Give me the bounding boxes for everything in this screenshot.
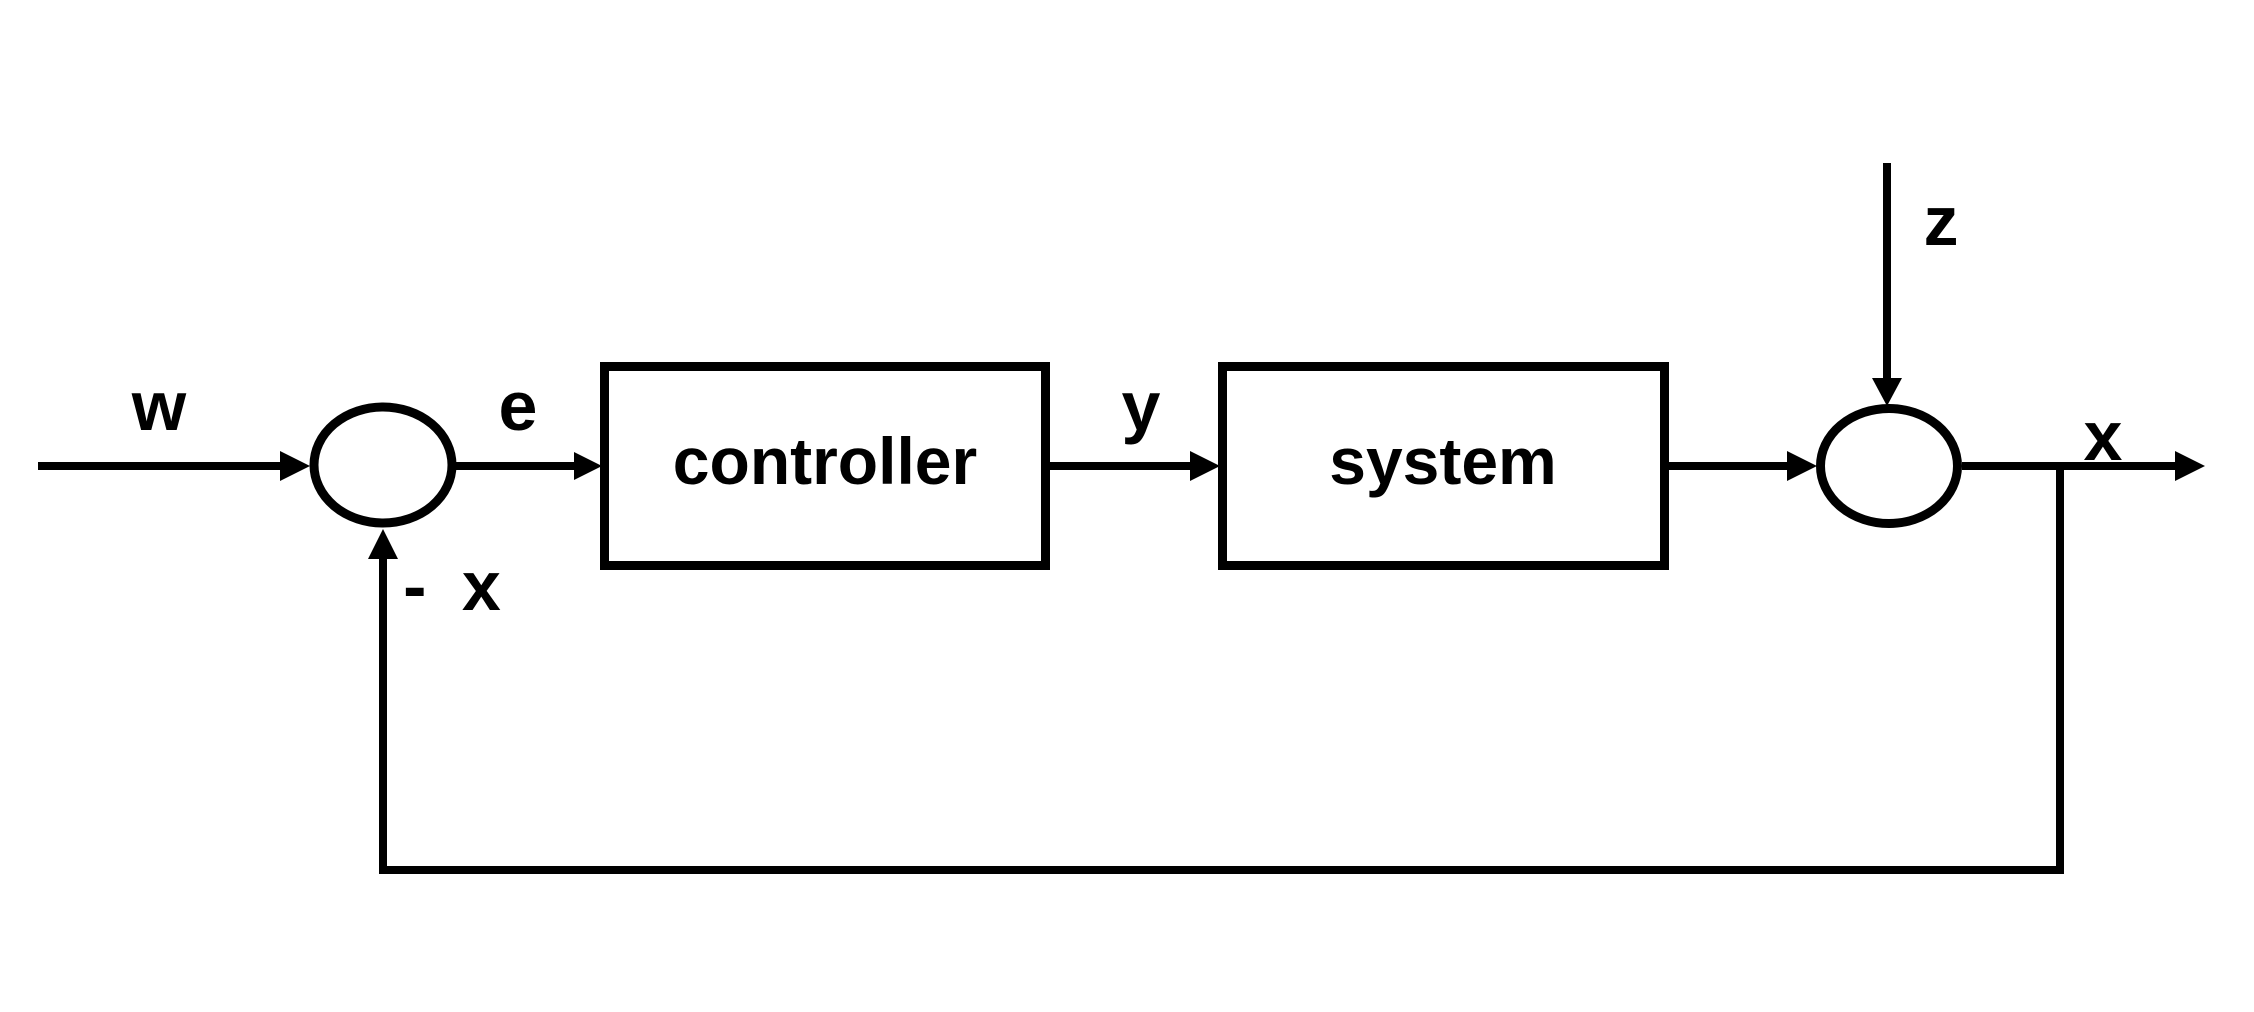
feedback-arrowhead-icon — [368, 529, 398, 559]
control-signal-label: y — [1122, 367, 1161, 445]
error-arrowhead-icon — [574, 452, 602, 480]
input-signal-label: w — [131, 367, 187, 445]
system-output-arrowhead-icon — [1787, 451, 1817, 481]
disturbance-signal-label: z — [1924, 182, 1959, 260]
input-arrowhead-icon — [280, 451, 310, 481]
summing-junction-left — [309, 402, 457, 528]
disturbance-arrowhead-icon — [1872, 378, 1902, 406]
error-signal-label: e — [499, 367, 538, 445]
feedback-signal-label: - x — [403, 547, 501, 625]
feedback-path — [379, 466, 2064, 874]
summing-junction-right — [1816, 404, 1962, 528]
system-block-label: system — [1329, 424, 1557, 498]
controller-block-label: controller — [673, 424, 977, 498]
controller-block — [600, 362, 1050, 570]
system-block — [1218, 362, 1669, 570]
output-arrowhead-icon — [2175, 451, 2205, 481]
control-arrowhead-icon — [1190, 451, 1220, 481]
output-signal-label: x — [2084, 397, 2123, 475]
